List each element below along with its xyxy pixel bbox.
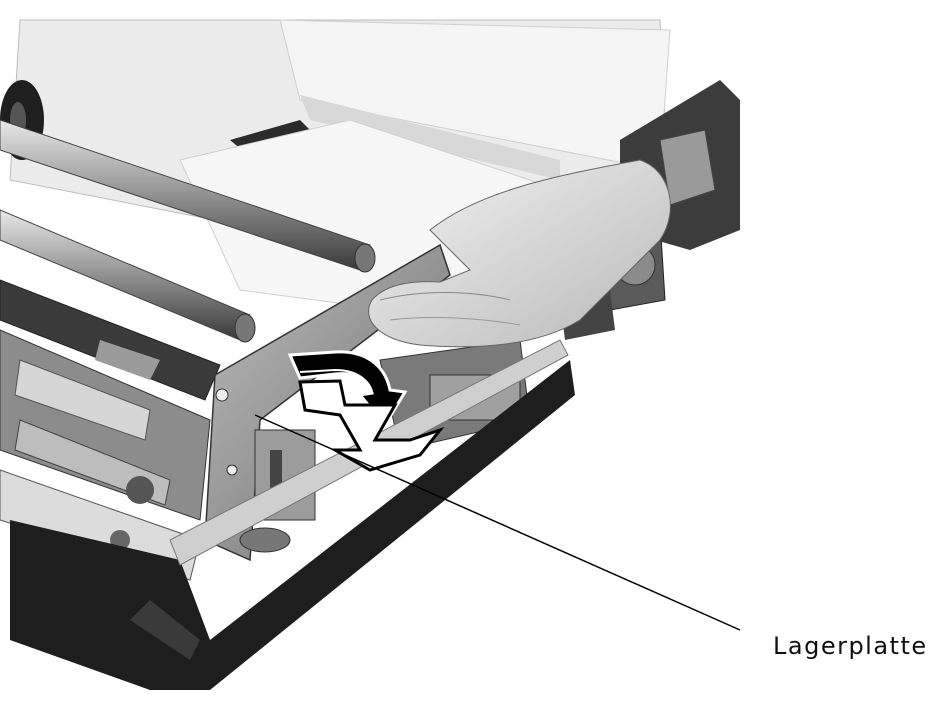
rotation-arrow-icon [287, 350, 445, 472]
callout-label: Lagerplatte [773, 632, 928, 660]
lower-roller [0, 279, 221, 401]
callout-leader-line [254, 414, 741, 631]
carriage-assembly [0, 329, 211, 581]
upper-roller [0, 119, 376, 273]
middle-roller [0, 209, 256, 343]
hand [368, 80, 740, 348]
